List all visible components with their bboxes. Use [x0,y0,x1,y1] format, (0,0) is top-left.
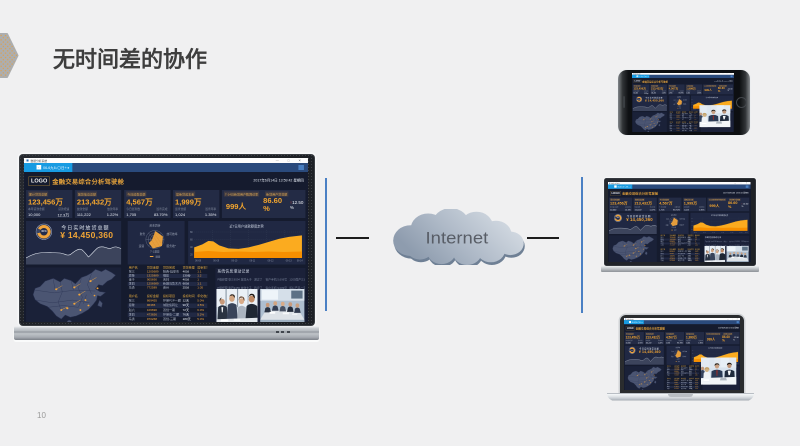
svg-text:财务: 财务 [671,350,674,353]
svg-text:20: 20 [190,255,193,257]
svg-text:资金周转: 资金周转 [677,95,681,98]
svg-text:7-1满意: 7-1满意 [675,357,680,360]
svg-text:放可效率: 放可效率 [683,98,687,101]
svg-text:06-14: 06-14 [735,362,738,364]
svg-text:60: 60 [691,221,693,223]
svg-text:运营: 运营 [666,223,669,226]
svg-text:近7日用户放款额度走势: 近7日用户放款额度走势 [711,213,729,216]
svg-text:放可效率: 放可效率 [680,217,686,220]
svg-text:近7日用户放款额度走势: 近7日用户放款额度走势 [229,224,264,229]
svg-text:06-08: 06-08 [694,362,697,364]
svg-text:40: 40 [692,104,693,106]
svg-text:06-11: 06-11 [250,261,256,263]
svg-text:06-09: 06-09 [213,261,220,263]
svg-text:80: 80 [691,217,693,219]
svg-text:近7日用户放款额度走势: 近7日用户放款额度走势 [706,95,719,98]
svg-text:服务收*: 服务收* [683,102,687,105]
svg-text:06-12: 06-12 [268,261,275,263]
svg-text:放可效率: 放可效率 [166,232,177,236]
svg-text:06-08: 06-08 [694,231,697,233]
svg-text:20: 20 [692,106,693,108]
svg-text:资金周转: 资金周转 [675,346,680,349]
svg-text:06-13: 06-13 [739,231,742,233]
svg-text:20: 20 [692,360,693,362]
svg-text:满意: 满意 [679,106,681,109]
svg-text:80: 80 [692,350,693,352]
svg-text:06-14: 06-14 [297,261,304,263]
svg-text:满意: 满意 [674,228,677,231]
svg-text:Internet: Internet [426,228,489,247]
svg-text:40: 40 [692,356,693,358]
svg-text:60: 60 [692,101,693,103]
svg-text:近7日用户放款额度走势: 近7日用户放款额度走势 [708,346,723,349]
svg-text:7-1满意: 7-1满意 [677,104,680,107]
svg-text:财务: 财务 [666,217,669,220]
svg-text:06-09: 06-09 [703,231,706,233]
svg-text:06-10: 06-10 [712,231,715,233]
svg-text:运营: 运营 [139,244,145,248]
svg-text:服务收*: 服务收* [680,223,685,226]
svg-text:运营: 运营 [673,102,675,105]
svg-text:60: 60 [692,353,693,355]
svg-text:放可效率: 放可效率 [682,350,687,353]
svg-text:服务收*: 服务收* [166,244,176,248]
svg-text:资金周转: 资金周转 [149,224,160,228]
svg-text:服务收*: 服务收* [682,355,686,358]
svg-text:财务: 财务 [674,98,676,101]
svg-text:满意: 满意 [155,255,161,259]
svg-text:80: 80 [692,98,693,100]
svg-text:40: 40 [190,247,193,249]
svg-text:运营: 运营 [671,355,674,358]
svg-text:06-08: 06-08 [694,108,697,110]
svg-text:60: 60 [190,240,193,242]
svg-text:7-1满意: 7-1满意 [150,250,160,254]
svg-text:06-13: 06-13 [286,261,293,263]
svg-text:资金周转: 资金周转 [671,213,677,216]
svg-text:满意: 满意 [677,360,679,363]
svg-text:80: 80 [190,232,193,234]
svg-text:财务: 财务 [140,232,146,236]
svg-text:20: 20 [691,228,693,230]
svg-text:06-14: 06-14 [745,231,748,233]
svg-text:06-11: 06-11 [721,231,724,233]
svg-text:06-12: 06-12 [730,231,733,233]
svg-text:06-14: 06-14 [730,108,733,110]
svg-text:06-08: 06-08 [195,261,202,263]
svg-text:40: 40 [691,224,693,226]
svg-text:06-10: 06-10 [231,261,238,263]
